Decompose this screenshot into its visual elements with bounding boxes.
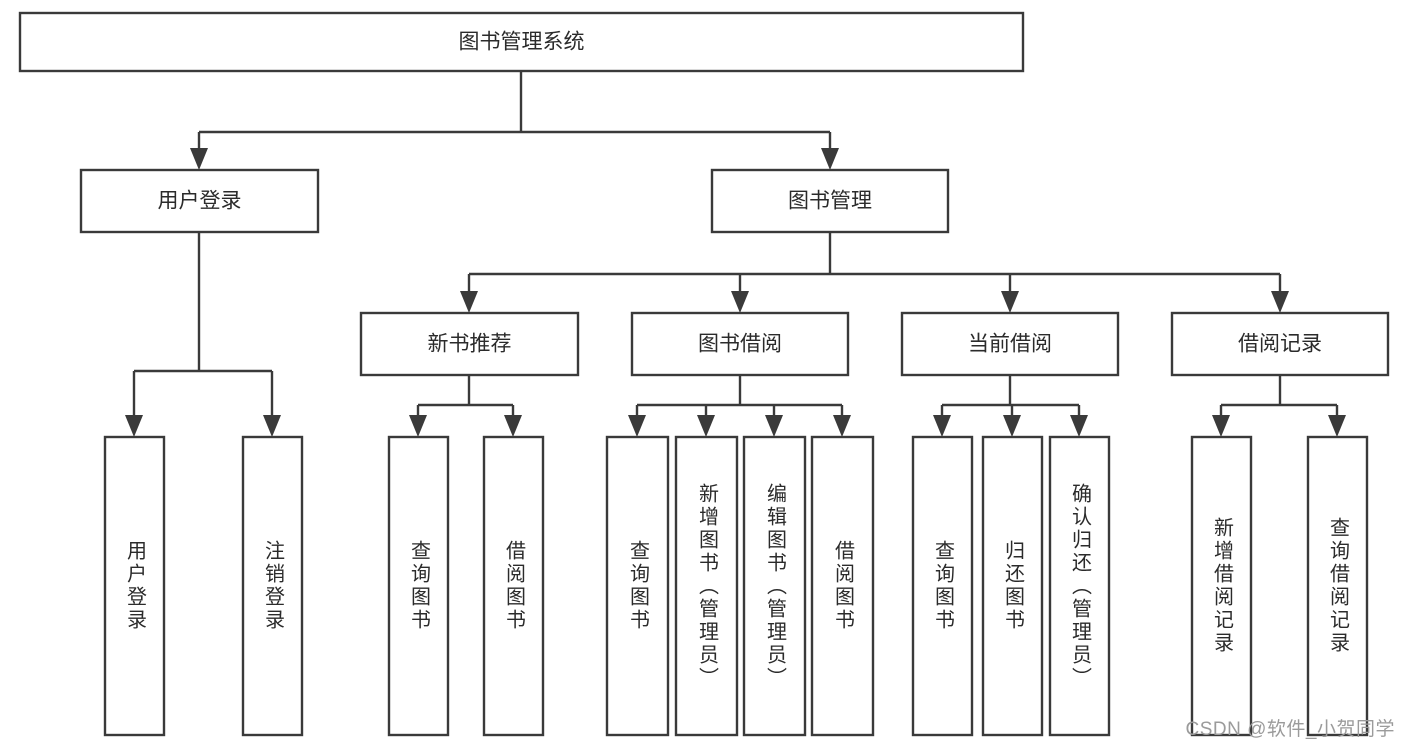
arrow-head-icon	[409, 415, 427, 437]
edge-level2-booking-to-level3	[460, 232, 1289, 313]
csdn-watermark: CSDN @软件_小贺同学	[1185, 719, 1395, 740]
edge-record-to-leaves	[1212, 375, 1346, 437]
arrow-head-icon	[460, 291, 478, 313]
leaf-node-2-box[interactable]	[387, 435, 450, 737]
level3-node-1-label: 图书借阅	[698, 333, 782, 356]
level2-node-0-box[interactable]	[79, 168, 320, 234]
arrow-head-icon	[504, 415, 522, 437]
edge-login-to-leaves	[125, 232, 281, 437]
arrow-head-icon	[190, 148, 208, 170]
arrow-head-icon	[1328, 415, 1346, 437]
leaf-node-1-box[interactable]	[241, 435, 304, 737]
arrow-head-icon	[628, 415, 646, 437]
edge-borrow-to-leaves	[628, 375, 851, 437]
level2-node-1-label: 图书管理	[788, 190, 872, 213]
root-system-label: 图书管理系统	[459, 31, 585, 54]
edge-current-to-leaves	[933, 375, 1088, 437]
level3-node-2-box[interactable]	[900, 311, 1120, 377]
leaf-node-11-box[interactable]	[1190, 435, 1253, 737]
leaf-node-10-box[interactable]	[1048, 435, 1111, 737]
leaf-node-5-box[interactable]	[674, 435, 739, 737]
level3-node-2-label: 当前借阅	[968, 333, 1052, 356]
leaf-node-12-box[interactable]	[1306, 435, 1369, 737]
edge-root-to-level2	[190, 71, 839, 170]
arrow-head-icon	[1070, 415, 1088, 437]
leaf-node-8-box[interactable]	[911, 435, 974, 737]
node-boxes-layer	[18, 11, 1390, 737]
arrow-head-icon	[1271, 291, 1289, 313]
arrow-head-icon	[765, 415, 783, 437]
arrow-head-icon	[697, 415, 715, 437]
edge-newbook-to-leaves	[409, 375, 522, 437]
leaf-node-7-box[interactable]	[810, 435, 875, 737]
leaf-node-6-box[interactable]	[742, 435, 807, 737]
leaf-node-9-box[interactable]	[981, 435, 1044, 737]
level2-node-1-box[interactable]	[710, 168, 950, 234]
arrow-head-icon	[125, 415, 143, 437]
arrow-head-icon	[263, 415, 281, 437]
leaf-node-3-box[interactable]	[482, 435, 545, 737]
root-system-box[interactable]	[18, 11, 1025, 73]
arrow-head-icon	[933, 415, 951, 437]
level3-node-0-box[interactable]	[359, 311, 580, 377]
arrow-head-icon	[1001, 291, 1019, 313]
arrow-head-icon	[821, 148, 839, 170]
level3-node-3-box[interactable]	[1170, 311, 1390, 377]
arrow-head-icon	[1003, 415, 1021, 437]
level2-node-0-label: 用户登录	[158, 190, 242, 213]
arrow-head-icon	[833, 415, 851, 437]
leaf-node-4-box[interactable]	[605, 435, 670, 737]
leaf-node-0-box[interactable]	[103, 435, 166, 737]
level3-node-0-label: 新书推荐	[428, 333, 512, 356]
arrow-head-icon	[1212, 415, 1230, 437]
level3-node-1-box[interactable]	[630, 311, 850, 377]
level3-node-3-label: 借阅记录	[1238, 333, 1322, 356]
arrow-head-icon	[731, 291, 749, 313]
connector-edges-layer	[125, 71, 1346, 437]
